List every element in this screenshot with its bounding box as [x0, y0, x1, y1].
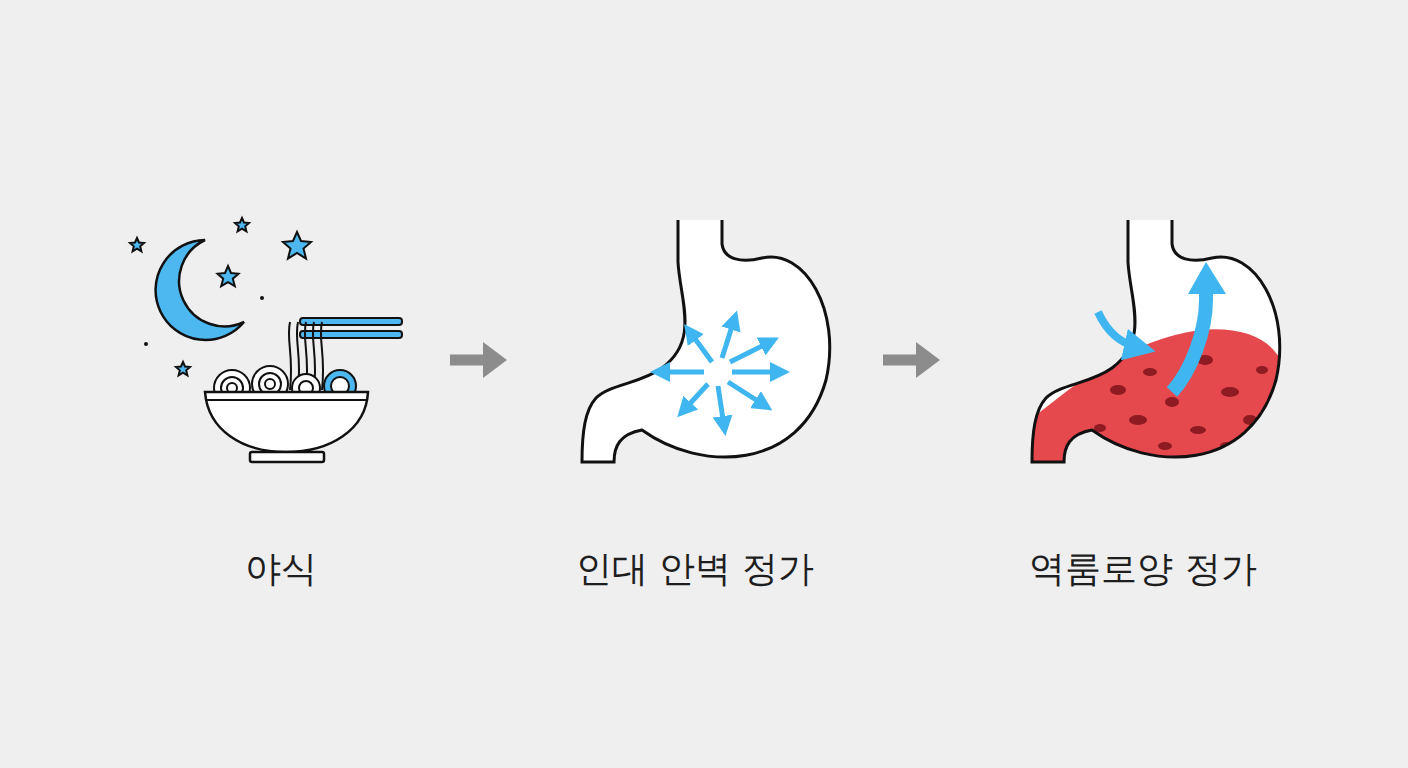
step-label: 역룸로양 정가: [944, 547, 1342, 590]
step-node: 역룸로양 정가: [944, 210, 1342, 590]
night-snack-icon: [130, 218, 402, 462]
step-node: 야식: [116, 210, 446, 590]
step-label: 인대 안벽 정가: [511, 547, 879, 590]
step-node: 인대 안벽 정가: [511, 210, 879, 590]
flow-arrow: [883, 355, 918, 366]
step-label: 야식: [116, 547, 446, 590]
flow-arrow: [450, 355, 485, 366]
stomach-reflux-icon: [1030, 220, 1290, 480]
stomach-pressure-icon: [582, 220, 830, 462]
